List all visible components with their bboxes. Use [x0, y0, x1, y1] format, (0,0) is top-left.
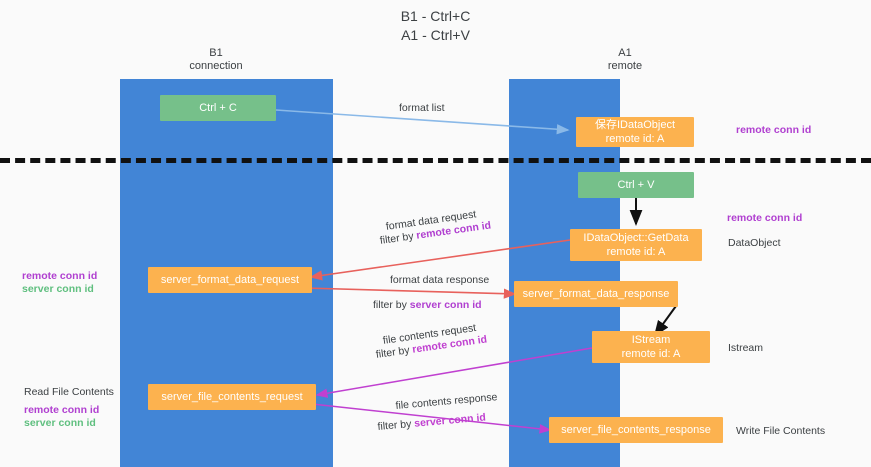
node-server-file-contents-response[interactable]: server_file_contents_response [549, 417, 723, 443]
node-idataobject-getdata[interactable]: IDataObject::GetData remote id: A [570, 229, 702, 261]
node-server-file-contents-response-label: server_file_contents_response [561, 424, 711, 436]
node-ctrl-c-label: Ctrl + C [199, 102, 237, 114]
node-ctrl-c[interactable]: Ctrl + C [160, 95, 276, 121]
node-istream[interactable]: IStream remote id: A [592, 331, 710, 363]
side-label-left-bottom-remote-conn-id: remote conn id [24, 404, 100, 416]
side-label-read-file-contents: Read File Contents [24, 386, 114, 398]
edge-label-filter-key-4: server conn id [413, 411, 487, 430]
node-istream-subtitle: remote id: A [621, 348, 681, 360]
edge-label-filter-prefix-4: filter by [377, 417, 415, 433]
node-server-format-data-request[interactable]: server_format_data_request [148, 267, 312, 293]
node-save-idataobject-label: 保存IDataObject [594, 119, 676, 131]
side-label-write-file-contents: Write File Contents [736, 425, 826, 437]
node-ctrl-v[interactable]: Ctrl + V [578, 172, 694, 198]
node-server-format-data-response-label: server_format_data_response [522, 288, 670, 300]
node-idataobject-getdata-subtitle: remote id: A [606, 246, 666, 258]
side-label-istream: Istream [728, 342, 764, 354]
column-header-b1: B1 connection [189, 47, 243, 72]
edge-label-file-contents-response-filter: filter by server conn id [377, 411, 486, 435]
diagram-title: B1 - Ctrl+C A1 - Ctrl+V [400, 8, 471, 43]
edge-label-filter-prefix-2: filter by [373, 299, 410, 311]
side-label-left-remote-conn-id: remote conn id [22, 270, 98, 282]
node-save-idataobject-subtitle: remote id: A [605, 133, 665, 145]
node-istream-label: IStream [631, 334, 671, 346]
node-server-format-data-response[interactable]: server_format_data_response [514, 281, 678, 307]
node-save-idataobject[interactable]: 保存IDataObject remote id: A [576, 117, 694, 147]
node-idataobject-getdata-label: IDataObject::GetData [583, 232, 689, 244]
column-header-a1: A1 remote [607, 47, 643, 72]
edge-label-format-list-text: format list [399, 102, 445, 114]
edge-label-format-data-response-text: format data response [390, 274, 490, 286]
side-label-left-bottom-server-conn-id: server conn id [24, 417, 96, 429]
node-server-file-contents-request-label: server_file_contents_request [161, 391, 303, 403]
node-server-file-contents-request[interactable]: server_file_contents_request [148, 384, 316, 410]
phase-divider [0, 158, 871, 163]
side-label-remote-conn-id-mid: remote conn id [727, 212, 803, 224]
edge-label-filter-key-2: server conn id [409, 299, 482, 311]
edge-label-filter-prefix-3: filter by [375, 343, 414, 361]
side-label-remote-conn-id-top: remote conn id [736, 124, 812, 136]
edge-label-filter-prefix: filter by [379, 229, 418, 247]
edge-label-file-contents-response-text: file contents response [395, 391, 498, 412]
side-label-left-server-conn-id: server conn id [22, 283, 94, 295]
side-label-dataobject: DataObject [728, 237, 781, 249]
edge-label-format-data-response: format data response [390, 273, 489, 288]
node-ctrl-v-label: Ctrl + V [617, 179, 655, 191]
edge-label-format-list: format list [399, 101, 445, 116]
node-server-format-data-request-label: server_format_data_request [160, 274, 300, 286]
edge-label-format-data-response-filter: filter by server conn id [373, 298, 482, 313]
